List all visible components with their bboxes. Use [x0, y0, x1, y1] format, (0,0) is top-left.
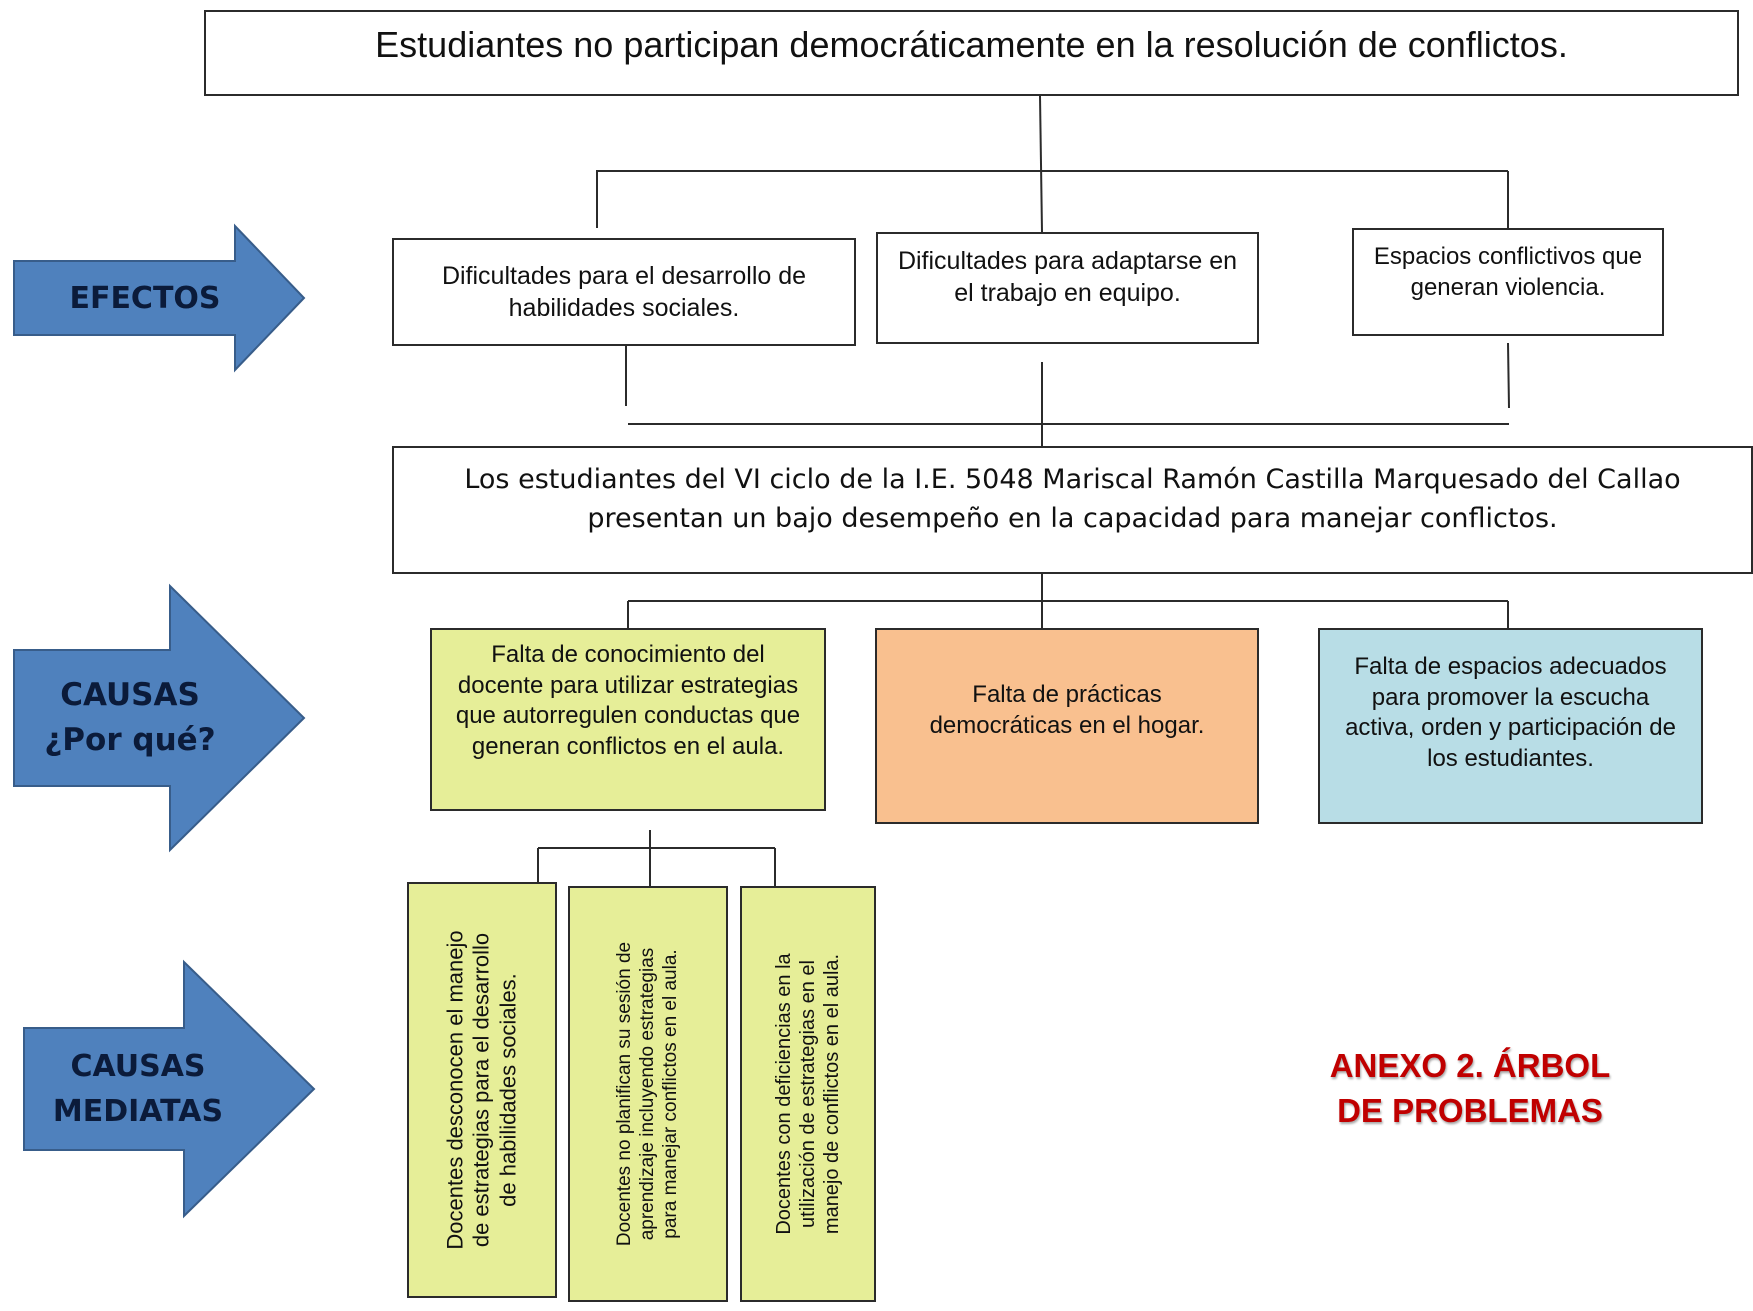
mediate-cause-box-2: Docentes no planifican su sesión de apre… [568, 886, 728, 1302]
arrow-right-icon [23, 959, 316, 1219]
central-problem-text: Los estudiantes del VI ciclo de la I.E. … [464, 464, 1681, 535]
annex-title: ANEXO 2. ÁRBOL DE PROBLEMAS [1270, 1044, 1670, 1133]
effects-arrow: EFECTOS [10, 222, 308, 374]
arrow-right-icon [13, 583, 306, 853]
effect-box-3: Espacios conflictivos que generan violen… [1352, 228, 1664, 336]
causes-label-line1: CAUSAS [60, 677, 200, 714]
effect-text-2: Dificultades para adaptarse en el trabaj… [897, 246, 1238, 308]
cause-box-3: Falta de espacios adecuados para promove… [1318, 628, 1703, 824]
cause-box-2: Falta de prácticas democráticas en el ho… [875, 628, 1259, 824]
mediate-cause-text-2: Docentes no planifican su sesión de apre… [613, 941, 681, 1247]
mediate-label-line2: MEDIATAS [52, 1094, 224, 1129]
annex-title-line2: DE PROBLEMAS [1337, 1091, 1603, 1129]
problem-box: Estudiantes no participan democráticamen… [204, 10, 1739, 96]
cause-text-2: Falta de prácticas democráticas en el ho… [929, 681, 1205, 739]
annex-title-line1: ANEXO 2. ÁRBOL [1329, 1047, 1611, 1084]
effect-text-3: Espacios conflictivos que generan violen… [1373, 242, 1643, 301]
causes-label-line2: ¿Por qué? [44, 722, 216, 758]
mediate-causes-arrow: CAUSAS MEDIATAS [20, 958, 318, 1220]
effect-box-1: Dificultades para el desarrollo de habil… [392, 238, 856, 346]
central-problem-box: Los estudiantes del VI ciclo de la I.E. … [392, 446, 1753, 574]
cause-box-1: Falta de conocimiento del docente para u… [430, 628, 826, 811]
effect-text-1: Dificultades para el desarrollo de habil… [441, 261, 807, 323]
effect-box-2: Dificultades para adaptarse en el trabaj… [876, 232, 1259, 344]
causes-arrow: CAUSAS ¿Por qué? [10, 582, 308, 854]
cause-text-3: Falta de espacios adecuados para promove… [1345, 653, 1676, 773]
arrow-right-icon [13, 223, 306, 373]
mediate-label-line1: CAUSAS [70, 1049, 206, 1084]
effects-label: EFECTOS [69, 280, 221, 316]
mediate-cause-box-1: Docentes desconocen el manejo de estrate… [407, 882, 557, 1298]
mediate-cause-box-3: Docentes con deficiencias en la utilizac… [740, 886, 876, 1302]
mediate-cause-text-3: Docentes con deficiencias en la utilizac… [773, 953, 843, 1235]
mediate-cause-text-1: Docentes desconocen el manejo de estrate… [442, 930, 521, 1250]
cause-text-1: Falta de conocimiento del docente para u… [455, 641, 801, 761]
problem-text: Estudiantes no participan democráticamen… [375, 24, 1568, 65]
